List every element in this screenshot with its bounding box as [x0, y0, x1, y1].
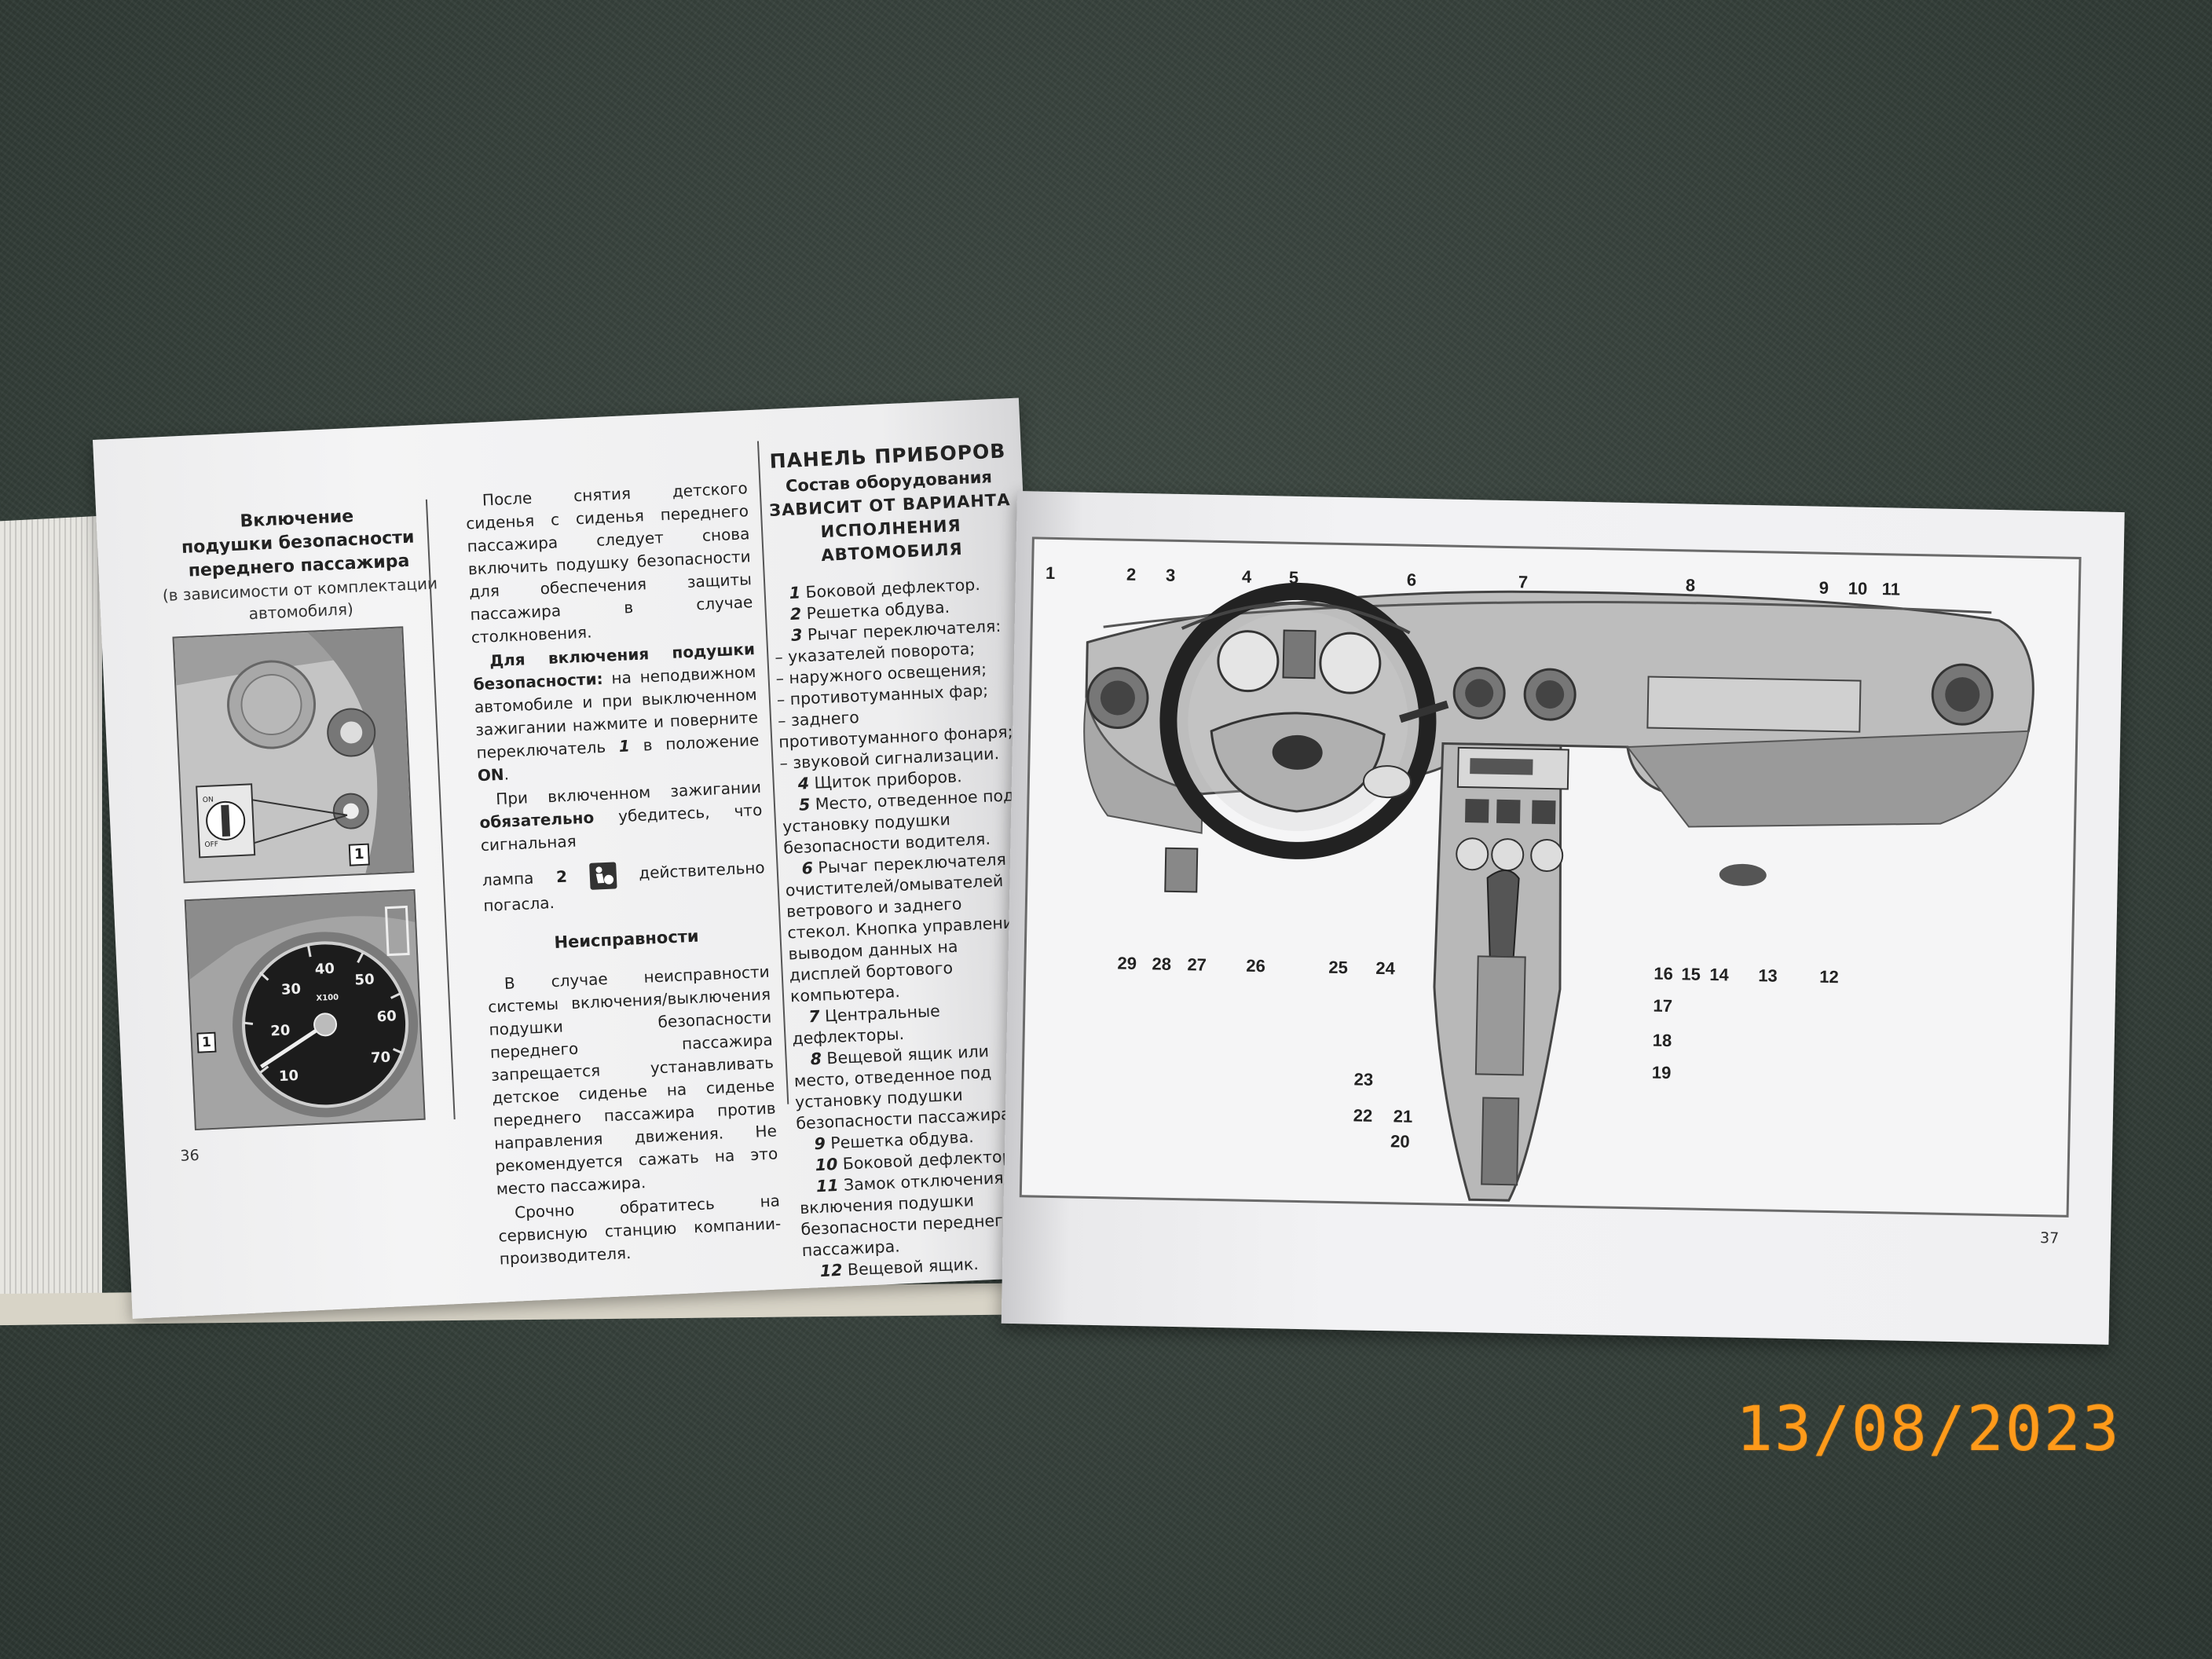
callout-22: 22	[1353, 1105, 1373, 1126]
callout-29: 29	[1117, 953, 1137, 974]
callout-26: 26	[1246, 955, 1266, 976]
page-number-left: 36	[179, 1146, 200, 1165]
callout-4: 4	[1241, 566, 1252, 587]
callout-12: 12	[1819, 966, 1840, 987]
lamp-number: 2	[555, 866, 568, 887]
callout-13: 13	[1758, 965, 1778, 986]
callout-1: 1	[1045, 562, 1056, 583]
legend-item-number: 4	[797, 774, 810, 793]
lamp-text-start: лампа	[482, 867, 557, 890]
callout-7: 7	[1518, 572, 1529, 592]
paragraph-lamp: лампа 2 действительно погасла.	[482, 855, 766, 917]
enable-airbag-end: .	[504, 764, 510, 784]
legend-item-number: 12	[819, 1260, 843, 1281]
legend-item-number: 5	[798, 795, 811, 815]
gauge-tick-50: 50	[354, 971, 375, 989]
enable-airbag-on: ON	[477, 764, 505, 786]
paragraph-service: Срочно обратитесь на сервисную станцию к…	[497, 1191, 782, 1269]
legend-item-text: Место, отведенное под установку подушки …	[782, 786, 1015, 858]
callout-2: 2	[1126, 564, 1137, 584]
legend-item-number: 10	[815, 1154, 838, 1175]
paragraph-after-removal: После снятия детского сиденья с сиденья …	[465, 478, 753, 647]
callout-23: 23	[1353, 1069, 1374, 1090]
callout-25: 25	[1328, 957, 1349, 978]
gauge-tick-60: 60	[376, 1008, 397, 1026]
callout-20: 20	[1390, 1131, 1410, 1152]
legend-item-number: 1	[789, 583, 801, 602]
legend-item-number: 11	[815, 1175, 840, 1196]
callout-24: 24	[1375, 958, 1396, 979]
gauge-illustration	[185, 891, 424, 1129]
paragraph-ignition-check: При включенном зажигании обязательно убе…	[478, 776, 764, 857]
legend-item-number: 7	[808, 1006, 821, 1027]
left-page: Включение подушки безопасности переднего…	[93, 397, 1059, 1319]
enable-airbag-mid: в положение	[629, 730, 760, 756]
callout-27: 27	[1187, 954, 1207, 975]
page-number-right: 37	[2039, 1229, 2060, 1247]
legend-item: 8 Вещевой ящик или место, отведенное под…	[793, 1038, 1040, 1134]
callout-8: 8	[1685, 575, 1696, 595]
legend-item-text: Вещевой ящик.	[841, 1254, 980, 1280]
gauge-tick-30: 30	[280, 980, 302, 998]
dashboard-illustration	[1083, 582, 2034, 1202]
gauge-tick-10: 10	[278, 1067, 299, 1086]
camera-date-stamp: 13/08/2023	[1736, 1394, 2121, 1465]
callout-28: 28	[1152, 954, 1172, 974]
switch-label-on: ON	[202, 796, 214, 805]
callout-17: 17	[1653, 995, 1673, 1016]
callout-16: 16	[1654, 963, 1674, 984]
ignition-check-bold: обязательно	[479, 808, 595, 833]
callout-18: 18	[1652, 1030, 1672, 1051]
legend-item-text: Рычаг переключателя очистителей/омывател…	[785, 849, 1024, 1006]
figure-callout-2: 1	[196, 1031, 217, 1053]
gauge-multiplier: X100	[316, 993, 339, 1003]
legend-item-number: 9	[814, 1133, 826, 1154]
callout-11: 11	[1881, 579, 1901, 599]
callout-10: 10	[1848, 578, 1868, 599]
legend-item: 5 Место, отведенное под установку подушк…	[781, 785, 1027, 859]
callout-15: 15	[1681, 964, 1701, 984]
gauge-tick-20: 20	[269, 1022, 291, 1040]
legend-item-text: Вещевой ящик или место, отведенное под у…	[793, 1042, 1016, 1133]
section-heading-block: Включение подушки безопасности переднего…	[151, 501, 446, 629]
legend-item-number: 3	[790, 625, 804, 645]
callout-6: 6	[1406, 569, 1417, 590]
paragraph-enable-airbag: Для включения подушки безопасности: на н…	[472, 638, 761, 787]
airbag-switch-illustration	[174, 628, 413, 882]
gauge-figure: 10 20 30 40 50 60 70 X100 1	[184, 888, 426, 1131]
legend-item-number: 2	[789, 604, 802, 624]
faults-heading: Неисправности	[553, 926, 700, 952]
callout-19: 19	[1651, 1062, 1672, 1083]
paragraph-faults: В случае неисправности системы включения…	[487, 961, 778, 1199]
callout-9: 9	[1818, 577, 1829, 598]
airbag-warning-lamp-icon	[588, 862, 617, 890]
callout-14: 14	[1709, 965, 1730, 985]
legend-item: 6 Рычаг переключателя очистителей/омыват…	[784, 848, 1034, 1008]
legend-item-number: 8	[810, 1049, 822, 1069]
callout-3: 3	[1165, 565, 1176, 585]
airbag-instructions-column: После снятия детского сиденья с сиденья …	[464, 477, 782, 1272]
gauge-tick-70: 70	[370, 1049, 391, 1067]
callout-21: 21	[1393, 1106, 1413, 1126]
legend-item-number: 6	[801, 858, 814, 878]
book-page-edges	[0, 515, 102, 1315]
switch-label-off: OFF	[204, 840, 219, 850]
callout-5: 5	[1288, 567, 1299, 588]
airbag-switch-figure: ON OFF 1	[172, 626, 415, 884]
gauge-tick-40: 40	[314, 960, 335, 978]
figure-callout-1: 1	[348, 843, 370, 866]
